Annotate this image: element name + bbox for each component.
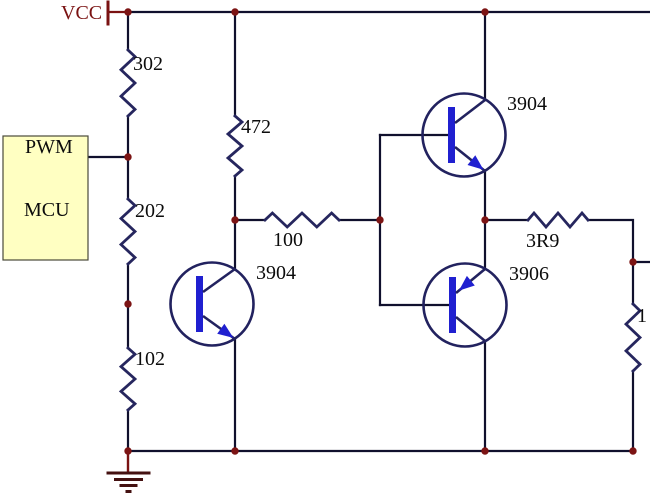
- resistor-202-label: 202: [135, 200, 165, 222]
- ground-symbol[interactable]: [106, 449, 151, 493]
- mcu-pin-label: PWM: [25, 136, 73, 158]
- resistor-302-label: 302: [133, 53, 163, 75]
- wire-3r9-row[interactable]: [483, 218, 635, 453]
- junction-dot: [231, 216, 239, 224]
- junction-dot: [124, 153, 132, 161]
- vcc-port[interactable]: VCC: [61, 0, 130, 26]
- resistor-right-label: 1: [637, 305, 647, 327]
- vcc-label: VCC: [61, 2, 102, 24]
- junction-dot: [481, 216, 489, 224]
- junction-dot: [124, 300, 132, 308]
- resistor-100[interactable]: 100: [263, 211, 341, 251]
- junction-dot: [481, 447, 489, 455]
- q2-body-circle: [421, 92, 507, 178]
- wires: [86, 10, 650, 453]
- q3-label: 3906: [509, 263, 549, 285]
- junction-dot: [231, 447, 239, 455]
- mcu-body: [2, 135, 89, 261]
- mcu-name-label: MCU: [24, 199, 70, 221]
- resistor-right-body: [623, 302, 643, 373]
- q1-base-bar: [196, 276, 203, 332]
- junction-dot: [124, 447, 132, 455]
- resistor-3R9[interactable]: 3R9: [526, 210, 590, 252]
- q3-base-bar: [449, 277, 456, 333]
- junction-dot: [481, 8, 489, 16]
- resistor-right[interactable]: 1: [623, 302, 647, 373]
- q2-label: 3904: [507, 93, 547, 115]
- resistor-100-label: 100: [273, 229, 303, 251]
- q2-collector-lead: [454, 98, 486, 125]
- resistor-3R9-body: [526, 210, 590, 230]
- q3-emitter-arrow: [458, 275, 475, 291]
- q2-emitter-arrow: [467, 155, 484, 170]
- resistor-472-label: 472: [241, 116, 271, 138]
- q1-emitter-arrow: [217, 323, 234, 338]
- q1-label: 3904: [256, 262, 296, 284]
- junction-dot: [629, 447, 637, 455]
- transistor-q1-3904[interactable]: 3904: [169, 261, 297, 347]
- q3-body-circle: [422, 262, 508, 348]
- junction-dot: [124, 8, 132, 16]
- resistor-102[interactable]: 102: [118, 346, 165, 412]
- resistor-202-body: [118, 197, 138, 266]
- junction-dot: [629, 258, 637, 266]
- resistor-472-body: [225, 114, 245, 178]
- resistor-302-body: [118, 48, 138, 118]
- junction-dot: [231, 8, 239, 16]
- q1-body-circle: [169, 261, 255, 347]
- resistor-100-body: [263, 211, 341, 229]
- transistor-q3-3906[interactable]: 3906: [422, 262, 550, 348]
- resistor-102-label: 102: [135, 348, 165, 370]
- junction-dot: [376, 216, 384, 224]
- resistor-3R9-label: 3R9: [526, 230, 559, 252]
- q1-collector-lead: [202, 267, 236, 294]
- q2-base-bar: [448, 107, 455, 163]
- transistor-q2-3904[interactable]: 3904: [421, 92, 548, 178]
- resistor-102-body: [118, 346, 138, 412]
- resistor-302[interactable]: 302: [118, 48, 163, 118]
- resistor-202[interactable]: 202: [118, 197, 165, 266]
- q3-collector-lead: [455, 315, 486, 343]
- mcu-block[interactable]: PWM MCU: [2, 135, 89, 261]
- junction-dots: [124, 8, 637, 455]
- resistor-472[interactable]: 472: [225, 114, 271, 178]
